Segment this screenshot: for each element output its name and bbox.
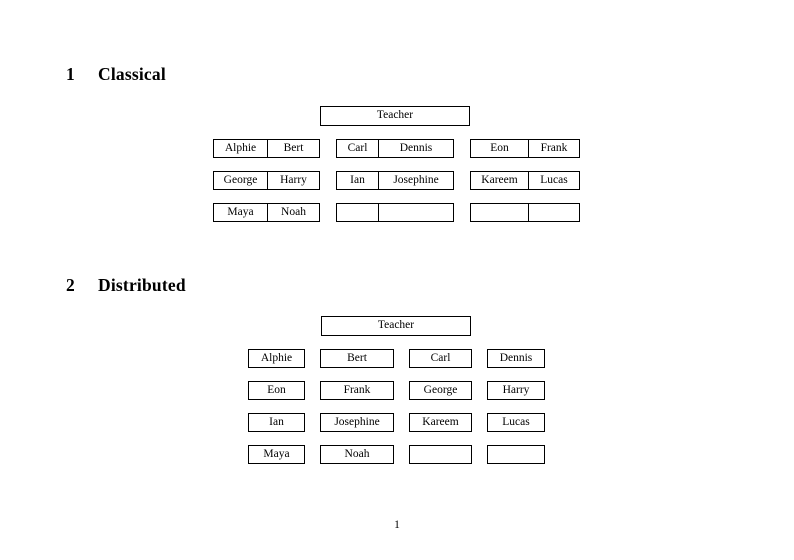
table-cell: Carl (337, 140, 379, 157)
name-box: George (409, 381, 472, 400)
name-box: Alphie (248, 349, 305, 368)
table-cell: Lucas (540, 173, 568, 186)
table-cell: Harry (280, 173, 307, 186)
table-row (470, 203, 580, 222)
table-cell: Maya (214, 204, 268, 221)
name-box: Noah (320, 445, 394, 464)
name-box (487, 445, 545, 464)
name-box: Dennis (487, 349, 545, 368)
section-number: 1 (66, 64, 75, 84)
name-box: Lucas (487, 413, 545, 432)
table-cell: Ian (337, 172, 379, 189)
teacher-box-distributed: Teacher (321, 316, 471, 336)
table-row: Kareem Lucas (470, 171, 580, 190)
table-row: George Harry (213, 171, 320, 190)
name-box: Josephine (320, 413, 394, 432)
table-cell (471, 204, 529, 221)
name-box: Maya (248, 445, 305, 464)
name-box: Carl (409, 349, 472, 368)
table-cell: Noah (281, 205, 306, 218)
section-number: 2 (66, 275, 75, 295)
section-heading-distributed: 2 Distributed (66, 275, 186, 296)
table-cell: Alphie (214, 140, 268, 157)
table-cell: Dennis (399, 141, 433, 154)
section-heading-classical: 1 Classical (66, 64, 166, 85)
section-title: Classical (98, 64, 166, 84)
page-number: 1 (394, 519, 400, 531)
table-cell (379, 204, 453, 221)
table-row: Ian Josephine (336, 171, 454, 190)
table-cell: Eon (471, 140, 529, 157)
name-box: Frank (320, 381, 394, 400)
table-row: Alphie Bert (213, 139, 320, 158)
table-row: Carl Dennis (336, 139, 454, 158)
table-cell: Bert (283, 141, 304, 154)
name-box: Eon (248, 381, 305, 400)
name-box (409, 445, 472, 464)
teacher-box-classical: Teacher (320, 106, 470, 126)
name-box: Kareem (409, 413, 472, 432)
table-row: Eon Frank (470, 139, 580, 158)
table-cell (529, 204, 579, 221)
name-box: Bert (320, 349, 394, 368)
table-cell: Frank (540, 141, 568, 154)
name-box: Harry (487, 381, 545, 400)
name-box: Ian (248, 413, 305, 432)
table-cell: Josephine (393, 173, 439, 186)
table-cell: George (214, 172, 268, 189)
table-row: Maya Noah (213, 203, 320, 222)
section-title: Distributed (98, 275, 186, 295)
table-cell: Kareem (471, 172, 529, 189)
table-cell (337, 204, 379, 221)
table-row (336, 203, 454, 222)
